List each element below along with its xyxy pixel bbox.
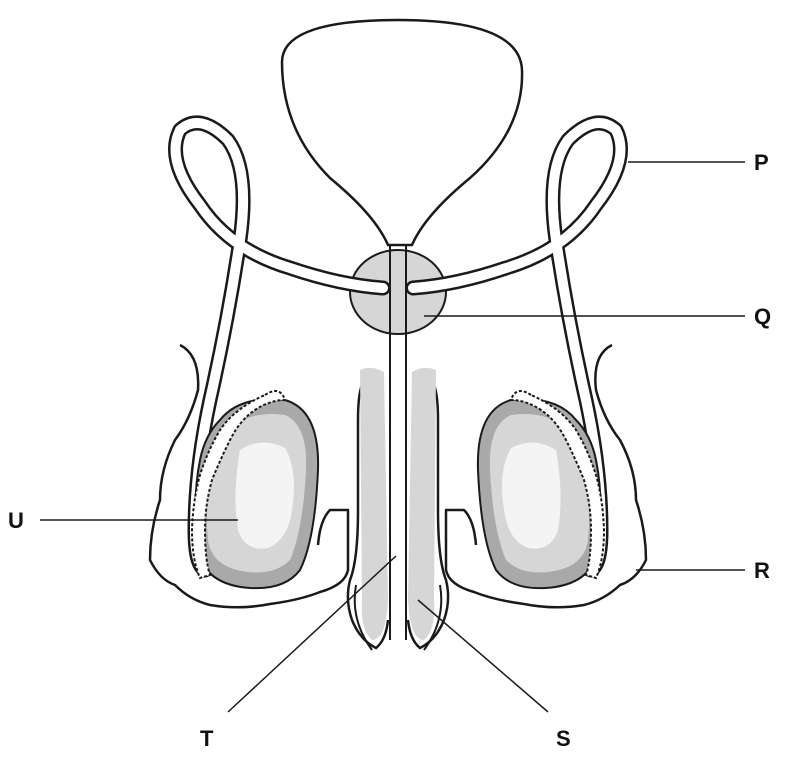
leader-line-S <box>418 600 548 712</box>
label-T: T <box>200 726 214 751</box>
erectile-tissue-left <box>360 368 388 640</box>
label-Q: Q <box>754 304 771 329</box>
label-R: R <box>754 558 770 583</box>
label-U: U <box>8 508 24 533</box>
urethra-lower <box>390 300 406 640</box>
erectile-tissue-right <box>408 368 436 640</box>
label-S: S <box>556 726 571 751</box>
bladder <box>282 20 522 245</box>
label-P: P <box>754 150 769 175</box>
